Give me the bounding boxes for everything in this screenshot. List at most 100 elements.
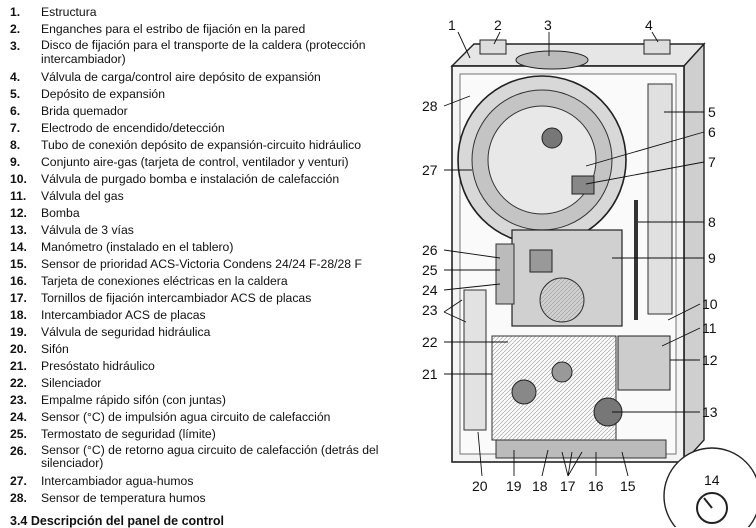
legend-item-22: 22.Silenciador [10,375,405,392]
legend-item-10: 10. Válvula de purgado bomba e instalació… [10,171,405,188]
legend-item-18: 18. Intercambiador ACS de placas [10,307,405,324]
legend-item-20: 20. Sifón [10,341,405,358]
callout-18: 18 [532,478,548,494]
callout-17: 17 [560,478,576,494]
legend-number: 9. [10,154,21,169]
callout-15: 15 [620,478,636,494]
legend-item-2: 2.Enganches para el estribo de fijación … [10,21,405,38]
callout-1: 1 [448,17,456,33]
bottom-connections [495,439,667,459]
callout-16: 16 [588,478,604,494]
legend-number: 17. [10,290,27,305]
legend-text: Depósito de expansión [41,86,165,101]
legend-number: 6. [10,103,21,118]
manometer-inset [663,447,756,527]
callout-11: 11 [702,320,717,336]
legend-text: Conjunto aire-gas (tarjeta de control, v… [41,154,349,169]
legend-number: 25. [10,426,27,441]
callout-5: 5 [708,104,716,120]
transport-disk [515,50,589,70]
legend-item-5: 5. Depósito de expansión [10,86,405,103]
callout-6: 6 [708,124,716,140]
legend-item-3: 3.Disco de fijación para el transporte d… [10,38,405,69]
burner-flange [541,127,563,149]
legend-number: 10. [10,171,27,186]
legend-number: 15. [10,256,27,271]
legend-item-12: 12.Bomba [10,205,405,222]
legend-number: 2. [10,22,21,36]
legend-item-25: 25. Termostato de seguridad (límite) [10,426,405,443]
callout-13: 13 [702,404,718,420]
legend-item-14: 14. Manómetro (instalado en el tablero) [10,239,405,256]
legend-text: Electrodo de encendido/detección [41,120,225,135]
legend-item-11: 11. Válvula del gas [10,188,405,205]
legend-item-6: 6. Brida quemador [10,103,405,120]
legend-number: 11. [10,188,27,203]
legend-number: 26. [10,443,27,458]
callout-21: 21 [422,366,438,382]
legend-item-21: 21.Presóstato hidráulico [10,358,405,375]
legend-number: 4. [10,69,21,84]
legend-text: Disco de fijación para el transporte de … [41,38,366,66]
callout-3: 3 [544,17,552,33]
hydraulic-block [491,335,623,441]
legend-text: Brida quemador [41,103,128,118]
legend-text: Intercambiador ACS de placas [41,307,206,322]
legend-text: Intercambiador agua-humos [41,474,194,488]
legend-text: Sifón [41,341,69,356]
legend-text: Bomba [41,205,80,220]
legend-number: 18. [10,307,27,322]
legend-text: Válvula de 3 vías [41,222,134,237]
legend-item-26: 26.Sensor (°C) de retorno agua circuito … [10,443,405,474]
callout-24: 24 [422,282,438,298]
legend-item-7: 7.Electrodo de encendido/detección [10,120,405,137]
legend-text: Sensor de prioridad ACS-Victoria Condens… [41,256,362,271]
callout-2: 2 [494,17,502,33]
callout-27: 27 [422,162,438,178]
callout-7: 7 [708,154,716,170]
legend-text: Sensor de temperatura humos [41,491,206,505]
legend-item-24: 24. Sensor (°C) de impulsión agua circuit… [10,409,405,426]
legend-item-19: 19.Válvula de seguridad hidráulica [10,324,405,341]
legend-item-28: 28.Sensor de temperatura humos [10,490,405,507]
callout-8: 8 [708,214,716,230]
callout-10: 10 [702,296,718,312]
electrode [571,175,595,195]
legend-item-23: 23.Empalme rápido sifón (con juntas) [10,392,405,409]
expansion-tank [647,83,673,315]
legend-text: Válvula de carga/control aire depósito d… [41,69,321,84]
legend-text: Válvula de purgado bomba e instalación d… [41,171,340,186]
legend-number: 21. [10,358,27,373]
air-gas-assembly [495,229,623,327]
legend-text: Válvula del gas [41,188,124,203]
callout-20: 20 [472,478,488,494]
legend-item-15: 15. Sensor de prioridad ACS-Victoria Cond… [10,256,405,273]
legend-item-16: 16.Tarjeta de conexiones eléctricas en l… [10,273,405,290]
pump [617,335,671,391]
boiler-diagram: 1 2 3 4 5 6 7 8 9 10 11 12 13 14 15 16 1… [412,0,756,527]
legend-number: 14. [10,239,27,254]
callout-22: 22 [422,334,438,350]
legend-number: 27. [10,474,27,488]
legend-number: 8. [10,137,21,152]
callout-4: 4 [645,17,653,33]
legend-item-9: 9. Conjunto aire-gas (tarjeta de control,… [10,154,405,171]
heat-exchanger [457,75,627,245]
component-legend: 1.Estructura 2.Enganches para el estribo… [10,4,405,507]
legend-text: Silenciador [41,375,102,390]
legend-item-27: 27. Intercambiador agua-humos [10,473,405,490]
legend-number: 24. [10,409,27,424]
legend-item-8: 8. Tubo de conexión depósito de expansión… [10,137,405,154]
legend-text: Válvula de seguridad hidráulica [41,324,211,339]
callout-19: 19 [506,478,522,494]
legend-text: Manómetro (instalado en el tablero) [41,239,234,254]
legend-text: Termostato de seguridad (límite) [41,426,216,441]
legend-number: 20. [10,341,27,356]
callout-12: 12 [702,352,718,368]
legend-number: 5. [10,86,21,101]
legend-text: Estructura [41,5,97,19]
legend-item-17: 17.Tornillos de fijación intercambiador … [10,290,405,307]
legend-text: Sensor (°C) de impulsión agua circuito d… [41,409,331,424]
section-heading: 3.4 Descripción del panel de control [10,514,224,528]
legend-text: Tubo de conexión depósito de expansión-c… [41,137,362,152]
